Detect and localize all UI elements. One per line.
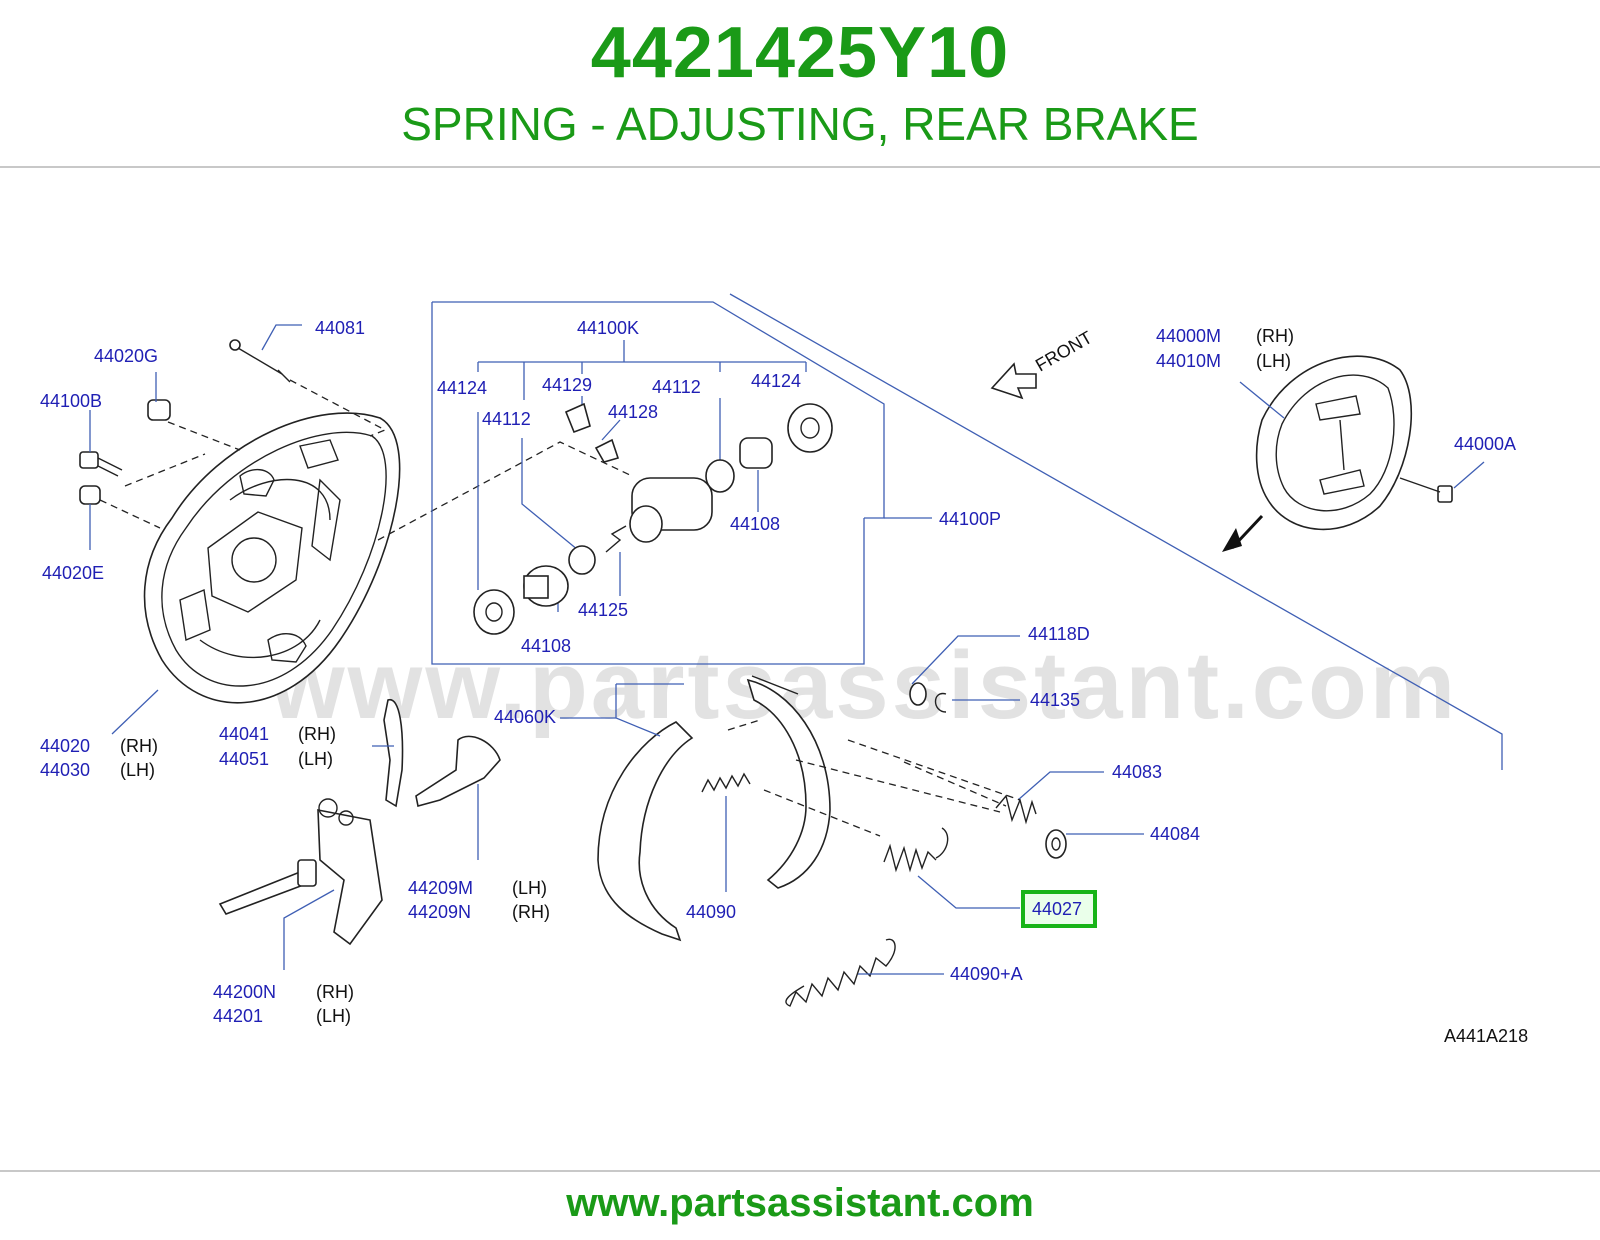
side-rh: (RH)	[298, 724, 336, 744]
side-rh: (RH)	[512, 902, 550, 922]
lever-44041-drawing	[383, 699, 404, 808]
backing-plate-drawing	[143, 412, 401, 704]
header-divider	[0, 166, 1600, 168]
label-44020[interactable]: 44020	[40, 736, 90, 756]
label-44051[interactable]: 44051	[219, 749, 269, 769]
label-44201[interactable]: 44201	[213, 1006, 263, 1026]
side-rh: (RH)	[1256, 326, 1294, 346]
brake-assembly-drawing	[1255, 355, 1453, 531]
washer-44118D-drawing	[909, 682, 927, 706]
spring-44090A-drawing	[785, 938, 896, 1007]
label-44090[interactable]: 44090	[686, 902, 736, 922]
plug-44020G-drawing	[147, 399, 171, 421]
page-subtitle: SPRING - ADJUSTING, REAR BRAKE	[401, 98, 1199, 150]
label-44125[interactable]: 44125	[578, 600, 628, 620]
label-44124[interactable]: 44124	[751, 371, 801, 391]
side-rh: (RH)	[316, 982, 354, 1002]
label-44000M[interactable]: 44000M	[1156, 326, 1221, 346]
label-44100B[interactable]: 44100B	[40, 391, 102, 411]
label-44010M[interactable]: 44010M	[1156, 351, 1221, 371]
label-44112[interactable]: 44112	[482, 409, 531, 429]
footer-divider	[0, 1170, 1600, 1172]
front-arrow: FRONT	[990, 327, 1096, 400]
label-44084[interactable]: 44084	[1150, 824, 1200, 844]
label-44060K[interactable]: 44060K	[494, 707, 556, 727]
spring-44027-drawing	[883, 827, 949, 873]
label-44112[interactable]: 44112	[652, 377, 701, 397]
washer-44084-drawing	[1045, 829, 1067, 859]
side-lh: (LH)	[512, 878, 547, 898]
label-44108[interactable]: 44108	[730, 514, 780, 534]
label-44030[interactable]: 44030	[40, 760, 90, 780]
label-44083[interactable]: 44083	[1112, 762, 1162, 782]
parts-diagram: www.partsassistant.com	[40, 293, 1528, 1046]
bolt-44100B-drawing	[79, 451, 123, 477]
clip-44135-drawing	[934, 692, 947, 713]
spring-44083-drawing	[995, 794, 1037, 825]
label-44135[interactable]: 44135	[1030, 690, 1080, 710]
side-lh: (LH)	[298, 749, 333, 769]
side-lh: (LH)	[120, 760, 155, 780]
page-title: 4421425Y10	[590, 13, 1010, 93]
label-44020E[interactable]: 44020E	[42, 563, 104, 583]
label-44100K[interactable]: 44100K	[577, 318, 639, 338]
front-label: FRONT	[1032, 327, 1096, 375]
label-44000A[interactable]: 44000A	[1454, 434, 1516, 454]
side-lh: (LH)	[1256, 351, 1291, 371]
spring-44090-drawing	[701, 772, 751, 793]
label-44129[interactable]: 44129	[542, 375, 592, 395]
label-44209M[interactable]: 44209M	[408, 878, 473, 898]
label-44118D[interactable]: 44118D	[1028, 624, 1090, 644]
lever-44209-drawing	[415, 735, 501, 807]
reference-code: A441A218	[1444, 1026, 1528, 1046]
label-44081[interactable]: 44081	[315, 318, 365, 338]
label-44041[interactable]: 44041	[219, 724, 269, 744]
plug-44020E-drawing	[79, 485, 101, 505]
label-44209N[interactable]: 44209N	[408, 902, 471, 922]
pin-44081-drawing	[229, 339, 291, 383]
label-44108[interactable]: 44108	[521, 636, 571, 656]
side-lh: (LH)	[316, 1006, 351, 1026]
side-rh: (RH)	[120, 736, 158, 756]
brake-shoe-drawing	[597, 675, 831, 942]
label-44090A[interactable]: 44090+A	[950, 964, 1023, 984]
label-44200N[interactable]: 44200N	[213, 982, 276, 1002]
label-44027[interactable]: 44027	[1032, 899, 1082, 919]
label-44100P[interactable]: 44100P	[939, 509, 1001, 529]
highlight-box-44027	[1021, 890, 1097, 928]
label-44124[interactable]: 44124	[437, 378, 487, 398]
adjuster-44200-drawing	[218, 798, 383, 946]
label-44128[interactable]: 44128	[608, 402, 658, 422]
wheel-cylinder-drawing	[473, 402, 833, 635]
footer-url[interactable]: www.partsassistant.com	[566, 1181, 1034, 1225]
label-44020G[interactable]: 44020G	[94, 346, 158, 366]
watermark: www.partsassistant.com	[269, 632, 1458, 739]
